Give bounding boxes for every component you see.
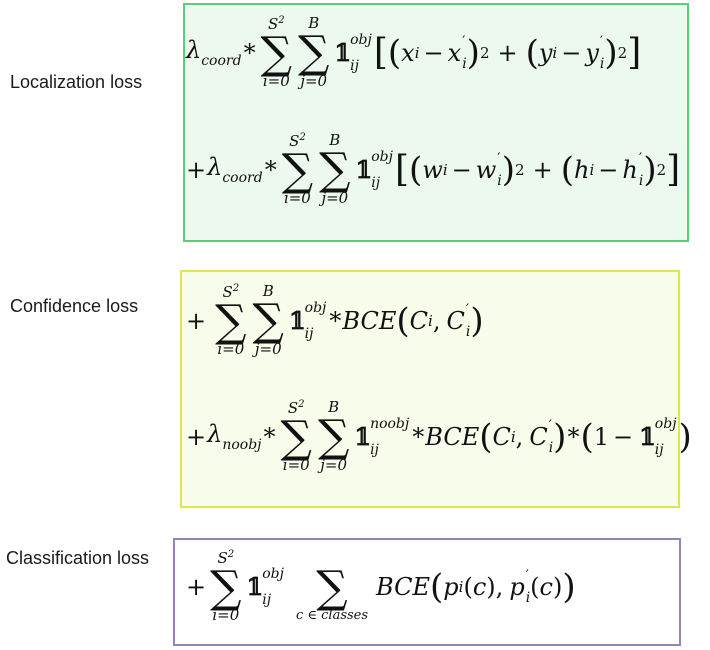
- sum-i: S2 ∑ i=0: [280, 398, 312, 475]
- classification-loss-label: Classification loss: [6, 548, 150, 568]
- sum-i: S2 ∑ i=0: [260, 14, 292, 91]
- confidence-loss-label: Confidence loss: [10, 296, 139, 316]
- sum-i: S2 ∑ i=0: [281, 131, 314, 208]
- classification-loss-box: [173, 538, 681, 646]
- sum-i: S2 ∑ i=0: [215, 282, 247, 359]
- lambda-coord: λcoord: [186, 36, 242, 69]
- sum-j: B ∑ j=0: [317, 398, 350, 474]
- sum-i: S2 ∑ i=0: [210, 548, 242, 625]
- sum-j: B ∑ j=0: [319, 131, 351, 207]
- localization-loss-box: [183, 3, 689, 242]
- lambda-coord: λcoord: [207, 153, 263, 186]
- sum-j: B ∑ j=0: [298, 14, 330, 90]
- confidence-loss-box: [180, 270, 680, 508]
- lambda-noobj: λnoobj: [207, 420, 262, 453]
- sum-classes: c ∑ c ∈ classes: [295, 562, 369, 623]
- sum-j: B ∑ j=0: [252, 282, 284, 358]
- localization-loss-label: Localization loss: [10, 72, 143, 92]
